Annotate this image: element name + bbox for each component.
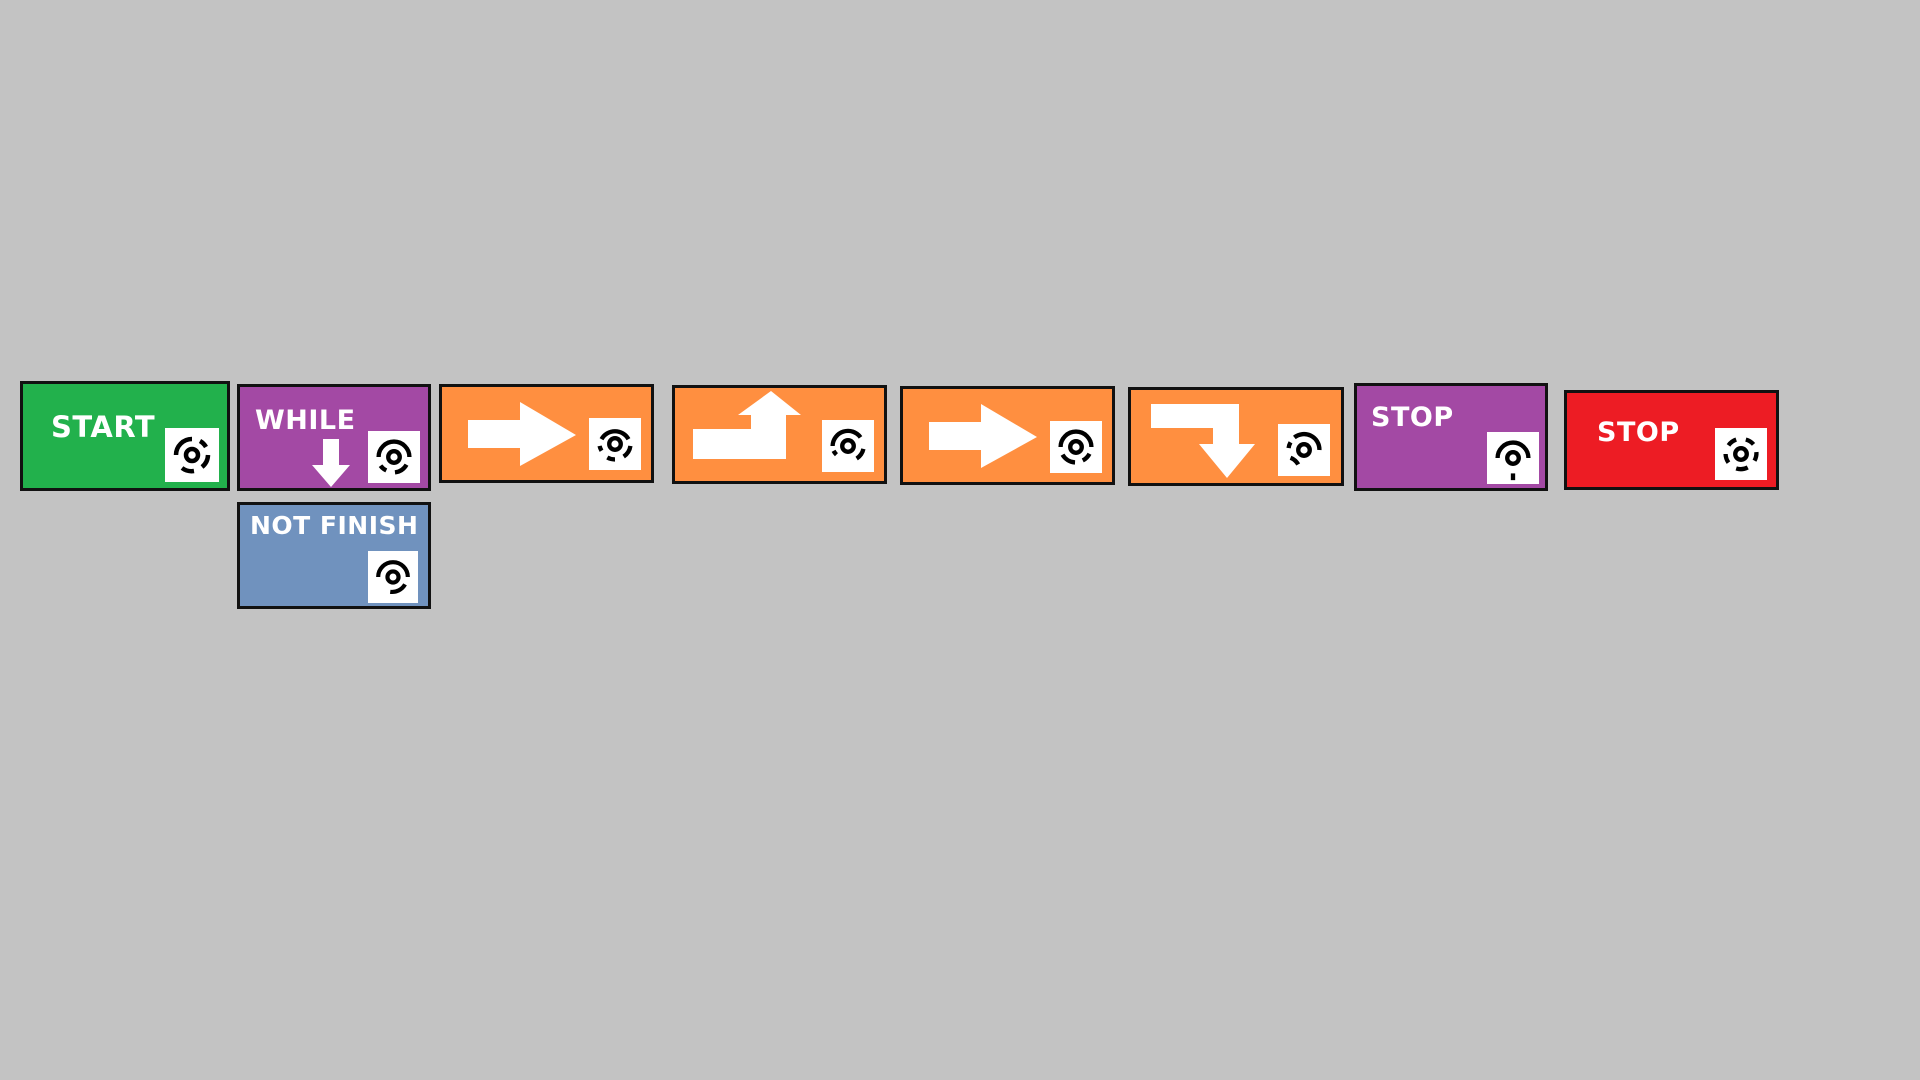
stop-red-block[interactable]: STOP	[1564, 390, 1779, 490]
move-right-block[interactable]	[439, 384, 654, 483]
fiducial-marker-icon	[165, 428, 219, 482]
fiducial-marker-icon	[822, 420, 874, 472]
fiducial-marker-icon	[368, 551, 418, 603]
fiducial-marker-icon	[1278, 424, 1330, 476]
fiducial-marker-icon	[589, 418, 641, 470]
while-label: WHILE	[255, 405, 356, 436]
fiducial-marker-icon	[1715, 428, 1767, 480]
start-block[interactable]: START	[20, 381, 230, 491]
move-turn-right-block[interactable]	[1128, 387, 1344, 486]
while-block[interactable]: WHILE	[237, 384, 431, 491]
arrow-down-icon	[312, 439, 350, 487]
fiducial-marker-icon	[1050, 421, 1102, 473]
move-right-block[interactable]	[900, 386, 1115, 485]
turn-right-arrow-icon	[1151, 404, 1255, 478]
arrow-right-icon	[929, 404, 1037, 468]
arrow-right-icon	[468, 402, 576, 466]
not-finish-label: NOT FINISH	[250, 511, 419, 540]
stop-red-label: STOP	[1597, 417, 1680, 448]
turn-left-arrow-icon	[693, 391, 801, 459]
not-finish-block[interactable]: NOT FINISH	[237, 502, 431, 609]
stop-purple-label: STOP	[1371, 402, 1454, 433]
fiducial-marker-icon	[1487, 432, 1539, 484]
fiducial-marker-icon	[368, 431, 420, 483]
stop-purple-block[interactable]: STOP	[1354, 383, 1548, 491]
start-label: START	[51, 410, 156, 444]
move-turn-left-block[interactable]	[672, 385, 887, 484]
